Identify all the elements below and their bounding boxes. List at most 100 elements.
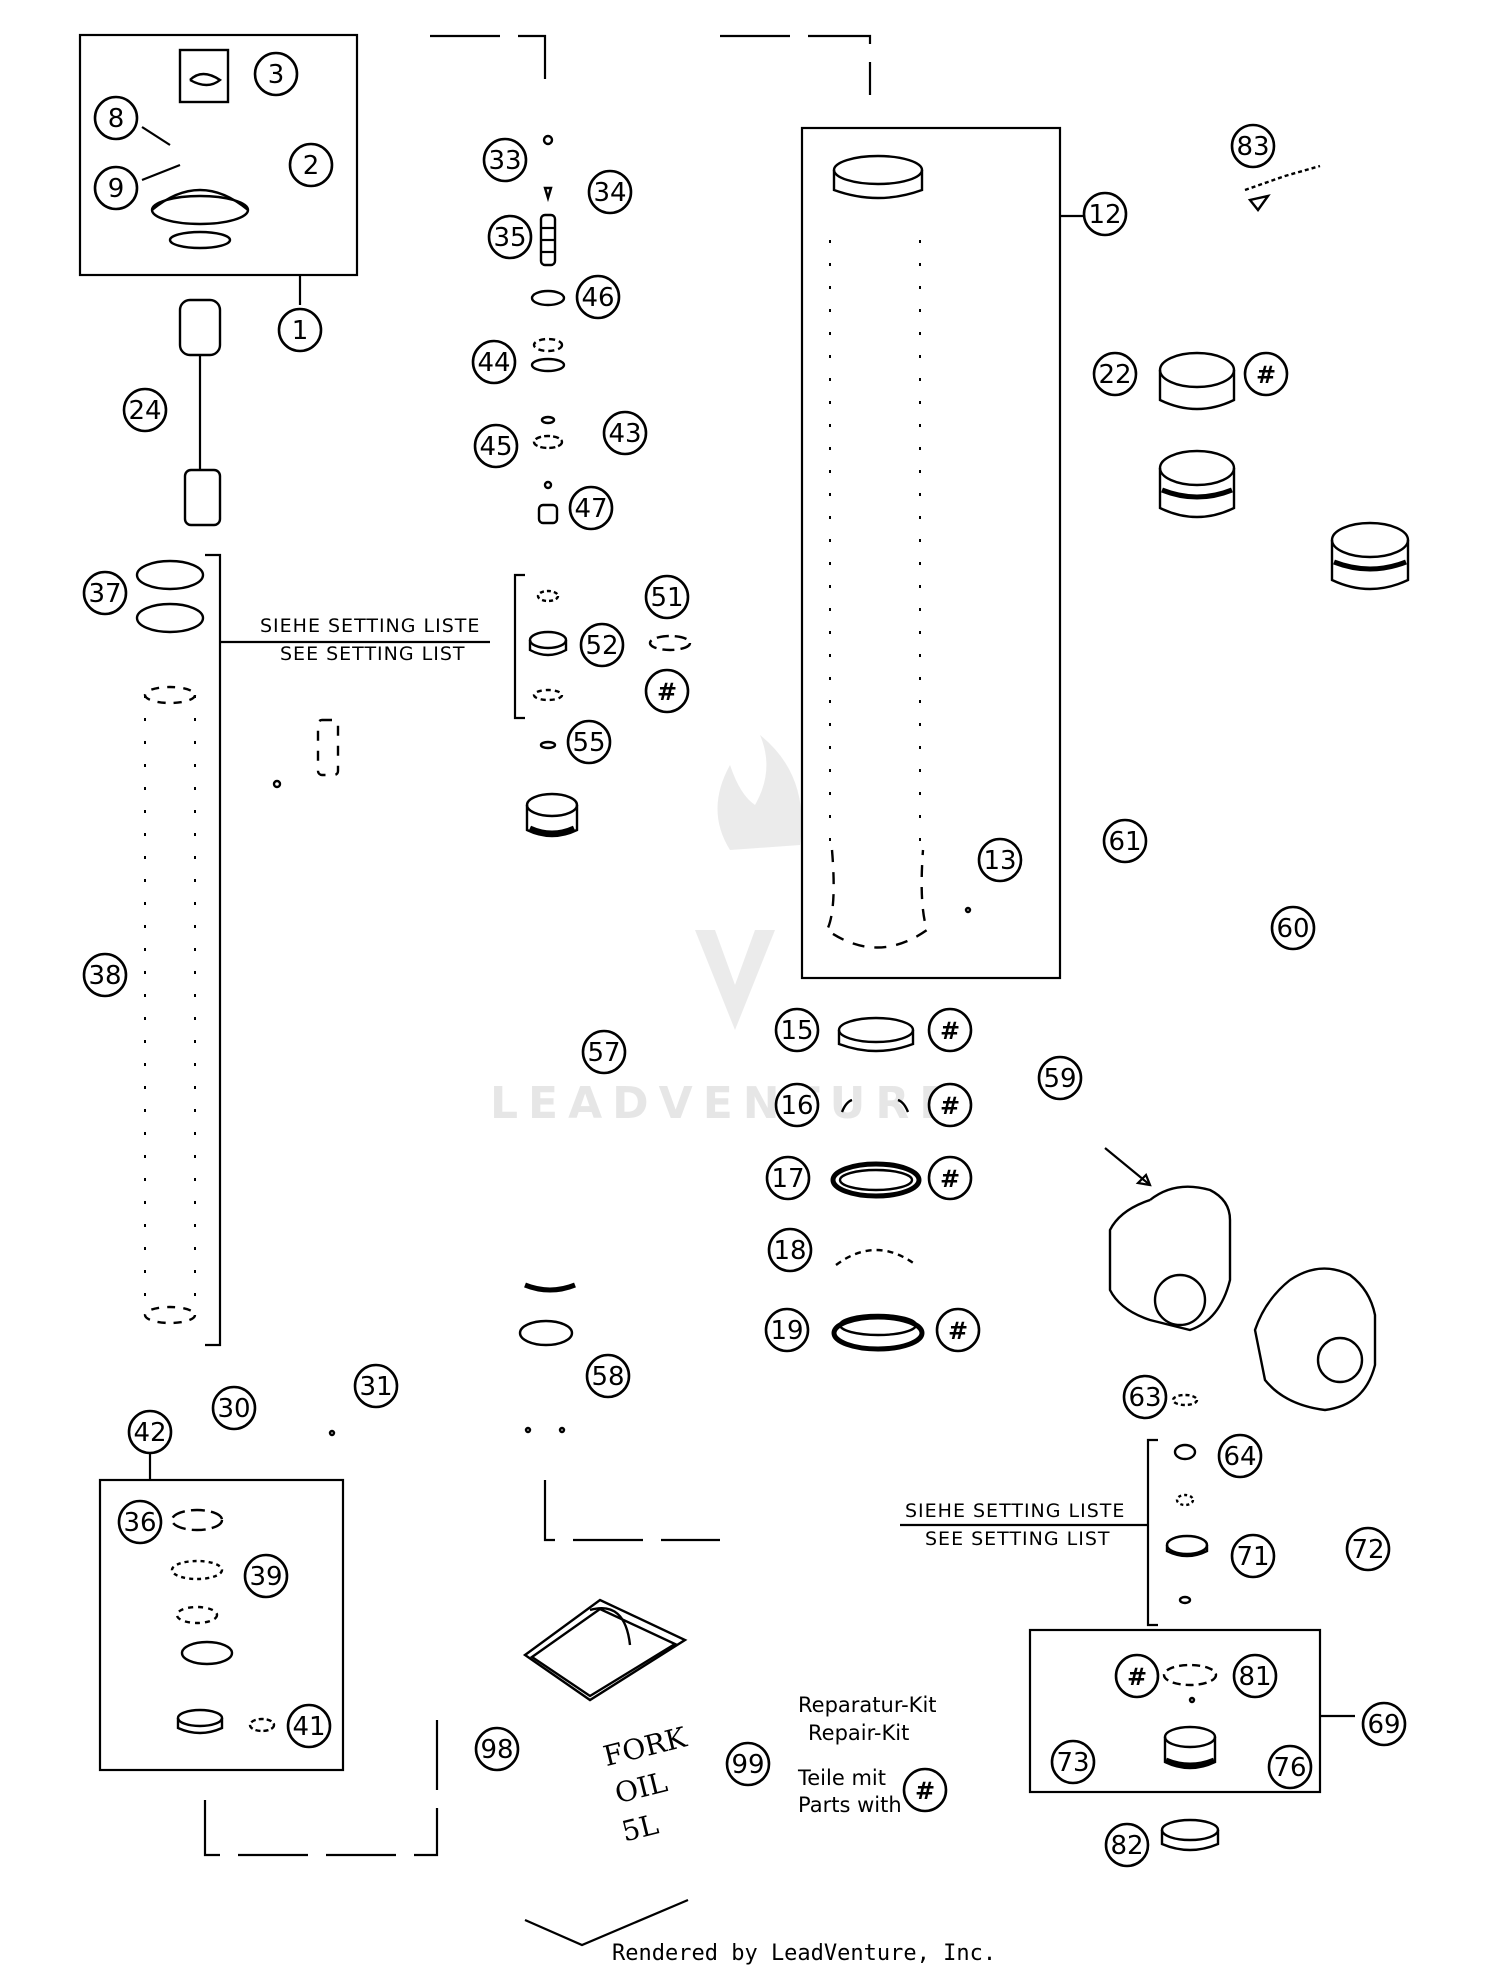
outer-tube-12 xyxy=(800,126,1085,980)
callout-number: 30 xyxy=(217,1394,250,1424)
callout-2: 2 xyxy=(288,142,334,188)
legend-line1: Reparatur-Kit xyxy=(798,1693,937,1717)
callout-61: 61 xyxy=(1102,818,1148,864)
callout-number: 13 xyxy=(983,846,1016,876)
hash-symbol: # xyxy=(1127,1663,1147,1691)
callout-73: 73 xyxy=(1050,1739,1096,1785)
callout-17: 17 xyxy=(765,1155,811,1201)
callout-number: 59 xyxy=(1043,1064,1076,1094)
callout-circle xyxy=(764,1307,810,1353)
callout-33: 33 xyxy=(482,137,528,183)
callout-circle xyxy=(585,1353,631,1399)
callout-number: 31 xyxy=(359,1372,392,1402)
repair-kit-marker: # xyxy=(927,1082,973,1128)
callout-circle xyxy=(474,1726,520,1772)
callout-circle xyxy=(243,1553,289,1599)
setting-note-left-line1: SIEHE SETTING LISTE xyxy=(260,615,480,637)
callout-number: 43 xyxy=(608,419,641,449)
callout-number: 52 xyxy=(585,631,618,661)
marker-circle xyxy=(644,668,690,714)
callout-51: 51 xyxy=(644,574,690,620)
marker-circle xyxy=(1114,1653,1160,1699)
callout-number: 71 xyxy=(1236,1542,1269,1572)
watermark: LEADVENTURE xyxy=(490,735,949,1129)
callout-circle xyxy=(286,1703,332,1749)
callout-41: 41 xyxy=(286,1703,332,1749)
callout-46: 46 xyxy=(575,274,621,320)
callout-number: 82 xyxy=(1110,1831,1143,1861)
oil-tray xyxy=(522,1598,688,1702)
repair-kit-legend: Reparatur-Kit Repair-Kit Teile mit Parts… xyxy=(797,1693,948,1817)
callout-circle xyxy=(1267,1744,1313,1790)
callout-number: 61 xyxy=(1108,827,1141,857)
callout-circle xyxy=(587,169,633,215)
seal-58 xyxy=(328,1282,576,1437)
dashed-frame xyxy=(203,34,872,1857)
callout-44: 44 xyxy=(471,339,517,385)
callout-number: 41 xyxy=(292,1712,325,1742)
callout-number: 81 xyxy=(1238,1662,1271,1692)
callout-circle xyxy=(1082,191,1128,237)
callout-64: 64 xyxy=(1217,1433,1263,1479)
callout-circle xyxy=(765,1155,811,1201)
setting-note-right-line2: SEE SETTING LIST xyxy=(925,1528,1111,1550)
callout-36: 36 xyxy=(117,1499,163,1545)
callout-circle xyxy=(482,137,528,183)
repair-kit-box-42 xyxy=(98,1445,345,1772)
callout-circle xyxy=(353,1363,399,1409)
callout-number: 19 xyxy=(770,1316,803,1346)
callout-55: 55 xyxy=(566,719,612,765)
callout-circle xyxy=(253,51,299,97)
callout-number: 39 xyxy=(249,1562,282,1592)
callout-19: 19 xyxy=(764,1307,810,1353)
marker-circle xyxy=(927,1082,973,1128)
callout-circle xyxy=(725,1741,771,1787)
callout-number: 12 xyxy=(1088,200,1121,230)
callout-number: 51 xyxy=(650,583,683,613)
hash-symbol: # xyxy=(940,1092,960,1120)
hash-symbol: # xyxy=(948,1317,968,1345)
callout-circle xyxy=(288,142,334,188)
setting-note-right-line1: SIEHE SETTING LISTE xyxy=(905,1500,1125,1522)
setting-note-left-line2: SEE SETTING LIST xyxy=(280,643,466,665)
fork-oil-line2: OIL xyxy=(612,1765,671,1810)
callout-number: 57 xyxy=(587,1038,620,1068)
callout-81: 81 xyxy=(1232,1653,1278,1699)
legend-line4: Parts with xyxy=(798,1793,902,1817)
marker-circle xyxy=(927,1155,973,1201)
hash-symbol: # xyxy=(940,1165,960,1193)
callout-number: 37 xyxy=(88,579,121,609)
callout-45: 45 xyxy=(473,423,519,469)
repair-kit-marker: # xyxy=(927,1007,973,1053)
callout-71: 71 xyxy=(1230,1533,1276,1579)
callout-number: 34 xyxy=(593,178,626,208)
seal-kit xyxy=(830,1016,925,1352)
callout-circle xyxy=(977,837,1023,883)
callout-circle xyxy=(127,1409,173,1455)
callout-22: 22 xyxy=(1092,351,1138,397)
hash-symbol: # xyxy=(1256,361,1276,389)
fork-oil-line1: FORK xyxy=(600,1720,691,1773)
callout-circle xyxy=(767,1227,813,1273)
callout-circle xyxy=(579,622,625,668)
marker-circle xyxy=(935,1307,981,1353)
fork-foot xyxy=(1104,1147,1377,1412)
callout-number: 47 xyxy=(574,494,607,524)
callout-number: 69 xyxy=(1367,1710,1400,1740)
callout-circle xyxy=(1230,1533,1276,1579)
callout-99: 99 xyxy=(725,1741,771,1787)
callout-3: 3 xyxy=(253,51,299,97)
callout-circle xyxy=(471,339,517,385)
callout-circle xyxy=(1050,1739,1096,1785)
callout-number: 38 xyxy=(88,961,121,991)
callout-13: 13 xyxy=(977,837,1023,883)
callout-30: 30 xyxy=(211,1385,257,1431)
callout-circle xyxy=(1104,1822,1150,1868)
callout-number: 73 xyxy=(1056,1748,1089,1778)
callout-circle xyxy=(1230,123,1276,169)
callout-63: 63 xyxy=(1122,1374,1168,1420)
callout-1: 1 xyxy=(277,307,323,353)
callout-60: 60 xyxy=(1270,905,1316,951)
top-cap-assembly xyxy=(78,33,359,305)
